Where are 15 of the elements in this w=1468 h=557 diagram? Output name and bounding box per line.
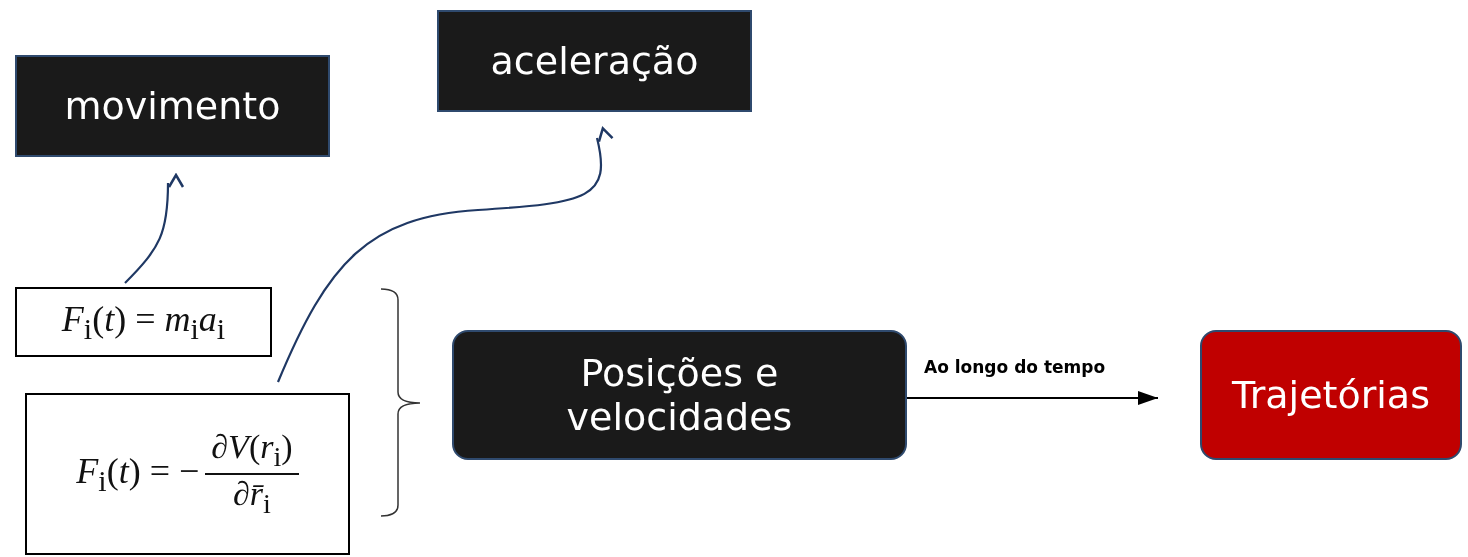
formula-box — [15, 287, 272, 357]
process-box — [452, 330, 907, 460]
result-box — [1200, 330, 1462, 460]
formula-text: ∂V(r$_{i}$) — [205, 428, 299, 475]
formula-text: ∂r̄$_{i}$ — [233, 475, 271, 520]
box-label: aceleração — [490, 39, 699, 83]
formula-box — [25, 393, 350, 555]
formula-text: F$_{i}$(t) = − — [76, 449, 200, 499]
formula-text: F$_{i}$(t) = m$_{i}$a$_{i}$ — [61, 297, 226, 347]
box-label: Posições e velocidades — [565, 351, 794, 439]
box-label: movimento — [64, 84, 281, 128]
concept-box — [437, 10, 752, 112]
edge-label: Ao longo do tempo — [922, 357, 1108, 377]
box-label: Trajetórias — [1232, 373, 1430, 417]
concept-box — [15, 55, 330, 157]
